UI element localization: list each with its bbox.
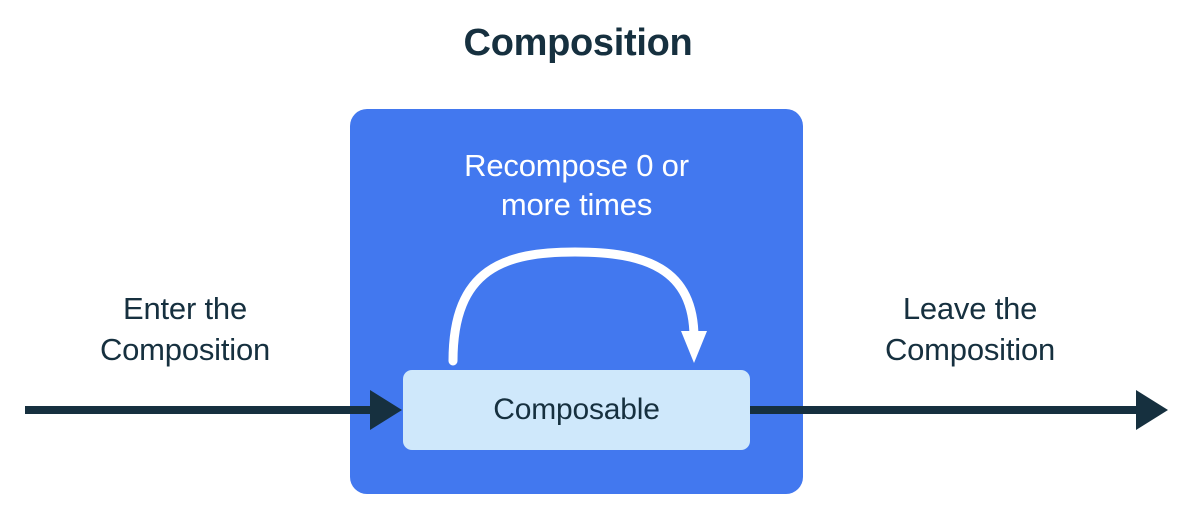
leave-composition-label: Leave the Composition — [825, 288, 1115, 370]
leave-composition-label-line-1: Leave the — [902, 291, 1038, 326]
recompose-caption: Recompose 0 or more times — [350, 146, 803, 224]
enter-arrow-icon — [25, 390, 402, 430]
enter-composition-label-line-1: Enter the — [122, 291, 247, 326]
composable-box: Composable — [403, 370, 750, 450]
recompose-caption-line-2: more times — [500, 187, 653, 222]
page-title: Composition — [463, 22, 693, 64]
recompose-caption-line-1: Recompose 0 or — [464, 148, 689, 183]
composable-label: Composable — [493, 393, 660, 426]
enter-composition-label-line-2: Composition — [99, 332, 271, 367]
leave-composition-label-line-2: Composition — [884, 332, 1056, 367]
leave-arrow-icon — [750, 390, 1168, 430]
enter-composition-label: Enter the Composition — [40, 288, 330, 370]
